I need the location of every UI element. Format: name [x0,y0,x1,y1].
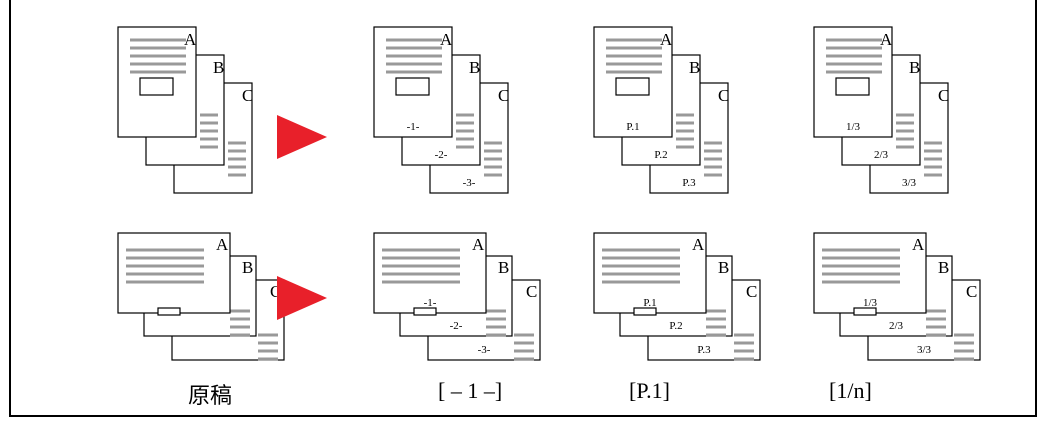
red-arrow-icon [277,115,327,159]
caption-format-dash: [ – 1 –] [438,378,503,403]
page-A: A P.1 [593,232,707,316]
red-arrow-icon [277,276,327,320]
page-A: A -1- [373,232,487,316]
numbered-stack-1-row-1: C -3- B -2- A -1- [373,26,509,194]
page-number-label: P.3 [682,177,696,189]
page-letter-C: C [526,282,537,301]
image-box [615,77,650,96]
page-letter-B: B [718,258,729,277]
numbered-stack-1-row-2: C -3- B -2- A -1- [373,232,541,361]
page-letter-C: C [938,86,949,105]
image-box [853,307,877,316]
page-number-label: -3- [463,177,476,189]
page-letter-A: A [880,30,893,49]
page-number-label: 2/3 [874,149,889,161]
image-box [157,307,181,316]
page-number-label: P.1 [626,121,639,133]
page-letter-B: B [498,258,509,277]
page-A: A P.1 [593,26,673,138]
page-A: A -1- [373,26,453,138]
page-letter-A: A [184,30,197,49]
page-letter-C: C [746,282,757,301]
page-number-label: -2- [435,149,448,161]
page-number-label: 1/3 [846,121,861,133]
caption-original: 原稿 [188,383,233,408]
page-A: A [117,232,231,316]
page-letter-B: B [242,258,253,277]
image-box [395,77,430,96]
page-number-label: P.1 [643,297,656,309]
page-number-label: 1/3 [863,297,878,309]
page-letter-B: B [689,58,700,77]
numbered-stack-2-row-2: C P.3 B P.2 A P.1 [593,232,761,361]
page-letter-B: B [909,58,920,77]
page-number-label: -2- [450,320,463,332]
page-letter-C: C [966,282,977,301]
numbered-stack-3-row-2: C 3/3 B 2/3 A 1/3 [813,232,981,361]
page-number-label: 3/3 [917,344,932,356]
page-letter-A: A [660,30,673,49]
page-A: A [117,26,197,138]
page-number-label: -3- [478,344,491,356]
page-letter-A: A [472,235,485,254]
page-number-label: 3/3 [902,177,917,189]
page-letter-A: A [692,235,705,254]
numbered-stack-3-row-1: C 3/3 B 2/3 A 1/3 [813,26,949,194]
page-letter-C: C [242,86,253,105]
page-letter-A: A [216,235,229,254]
image-box [413,307,437,316]
page-number-label: -1- [407,121,420,133]
diagram-frame [9,0,1037,417]
image-box [139,77,174,96]
page-number-label: -1- [424,297,437,309]
numbered-stack-2-row-1: C P.3 B P.2 A P.1 [593,26,729,194]
page-letter-B: B [938,258,949,277]
page-letter-C: C [270,282,281,301]
page-number-label: P.2 [654,149,667,161]
page-letter-C: C [718,86,729,105]
page-number-label: P.3 [697,344,711,356]
page-A: A 1/3 [813,26,893,138]
original-stack-row-1: CBA [117,26,253,194]
page-letter-C: C [498,86,509,105]
caption-format-fraction: [1/n] [829,378,872,403]
caption-format-page: [P.1] [629,378,670,403]
page-letter-A: A [440,30,453,49]
original-stack-row-2: CBA [117,232,285,361]
page-number-label: P.2 [669,320,682,332]
page-letter-A: A [912,235,925,254]
image-box [633,307,657,316]
page-A: A 1/3 [813,232,927,316]
page-letter-B: B [469,58,480,77]
page-letter-B: B [213,58,224,77]
image-box [835,77,870,96]
page-number-label: 2/3 [889,320,904,332]
